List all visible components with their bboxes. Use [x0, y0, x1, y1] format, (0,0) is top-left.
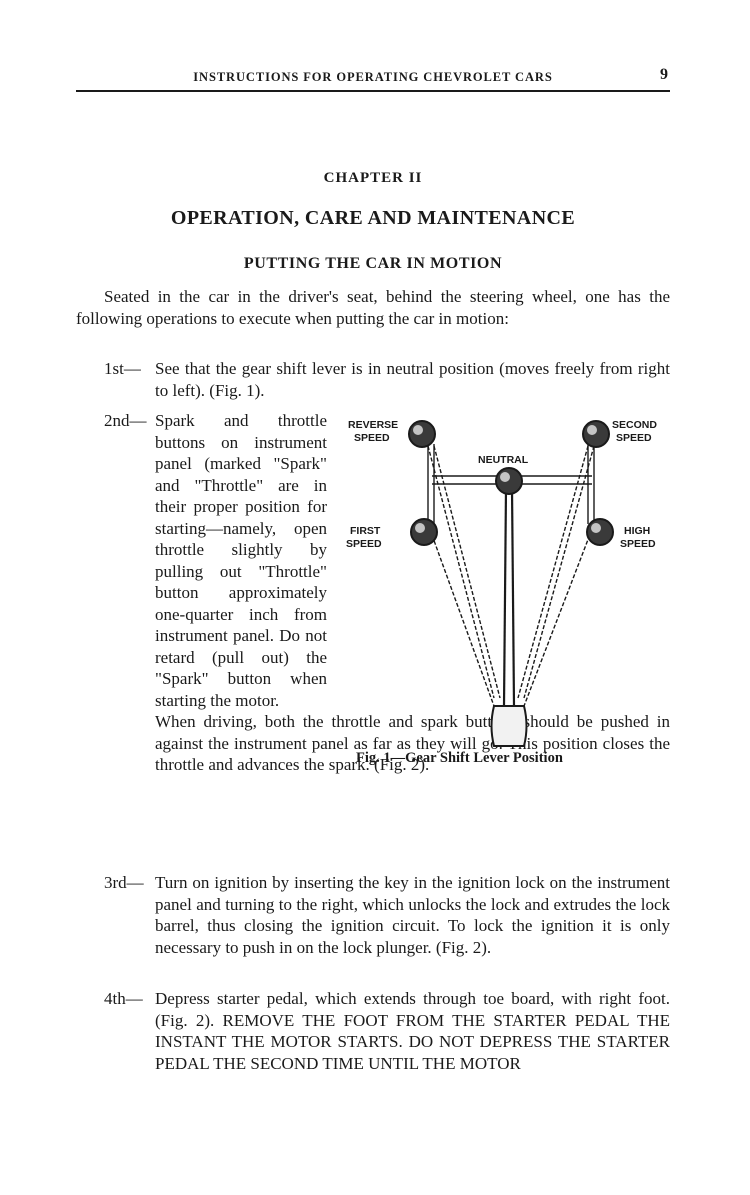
neutral-knob — [495, 467, 523, 495]
high-knob — [586, 518, 614, 546]
reverse-path-2 — [433, 445, 501, 699]
intro-paragraph: Seated in the car in the driver's seat, … — [76, 287, 670, 328]
step-label: 2nd— — [104, 411, 147, 430]
step-label: 3rd— — [104, 873, 144, 892]
first-knob — [410, 518, 438, 546]
section-subtitle: PUTTING THE CAR IN MOTION — [243, 255, 503, 272]
label-high-speed: SPEED — [620, 538, 656, 550]
second-knob — [582, 420, 610, 448]
section-title: OPERATION, CARE AND MAINTENANCE — [170, 207, 576, 229]
second-path — [523, 445, 595, 699]
first-path — [427, 523, 495, 707]
label-reverse-speed: SPEED — [354, 432, 390, 444]
lever-shaft-left — [502, 487, 508, 707]
reverse-path — [427, 445, 495, 699]
step-label: 4th— — [104, 989, 143, 1008]
second-path-2 — [517, 445, 589, 699]
label-neutral: NEUTRAL — [478, 454, 529, 466]
step-first: 1st— See that the gear shift lever is in… — [104, 358, 670, 401]
label-high: HIGH — [624, 525, 650, 537]
label-first: FIRST — [350, 525, 381, 537]
label-second-speed: SPEED — [616, 432, 652, 444]
chapter-heading: CHAPTER II — [323, 170, 423, 186]
reverse-knob — [408, 420, 436, 448]
lever-shaft-right — [510, 487, 516, 707]
step-text-continued: When driving, both the throttle and spar… — [155, 712, 670, 774]
step-third: 3rd— Turn on ignition by inserting the k… — [104, 872, 670, 958]
step-fourth: 4th— Depress starter pedal, which extend… — [104, 988, 670, 1074]
step-second: 2nd— Spark and throttle buttons on instr… — [104, 410, 670, 776]
step-text: See that the gear shift lever is in neut… — [155, 359, 670, 400]
label-first-speed: SPEED — [346, 538, 382, 550]
lever-base — [490, 705, 528, 747]
page-header: INSTRUCTIONS FOR OPERATING CHEVROLET CAR… — [76, 66, 670, 92]
running-title: INSTRUCTIONS FOR OPERATING CHEVROLET CAR… — [193, 70, 553, 84]
figure-caption: Fig. 1—Gear Shift Lever Position — [356, 750, 563, 766]
label-reverse: REVERSE — [348, 419, 398, 431]
step-text: Turn on ignition by inserting the key in… — [155, 873, 670, 957]
label-second: SECOND — [612, 419, 657, 431]
high-path — [523, 523, 595, 707]
step-text-wrapped: Spark and throttle buttons on instrument… — [155, 411, 327, 710]
page-number: 9 — [660, 66, 668, 83]
gear-shift-figure: REVERSE SPEED SECOND SPEED NEUTRAL FIRST… — [344, 406, 670, 764]
step-text: Depress starter pedal, which extends thr… — [155, 989, 670, 1073]
step-label: 1st— — [104, 359, 141, 378]
gear-shift-diagram: REVERSE SPEED SECOND SPEED NEUTRAL FIRST… — [346, 419, 657, 747]
